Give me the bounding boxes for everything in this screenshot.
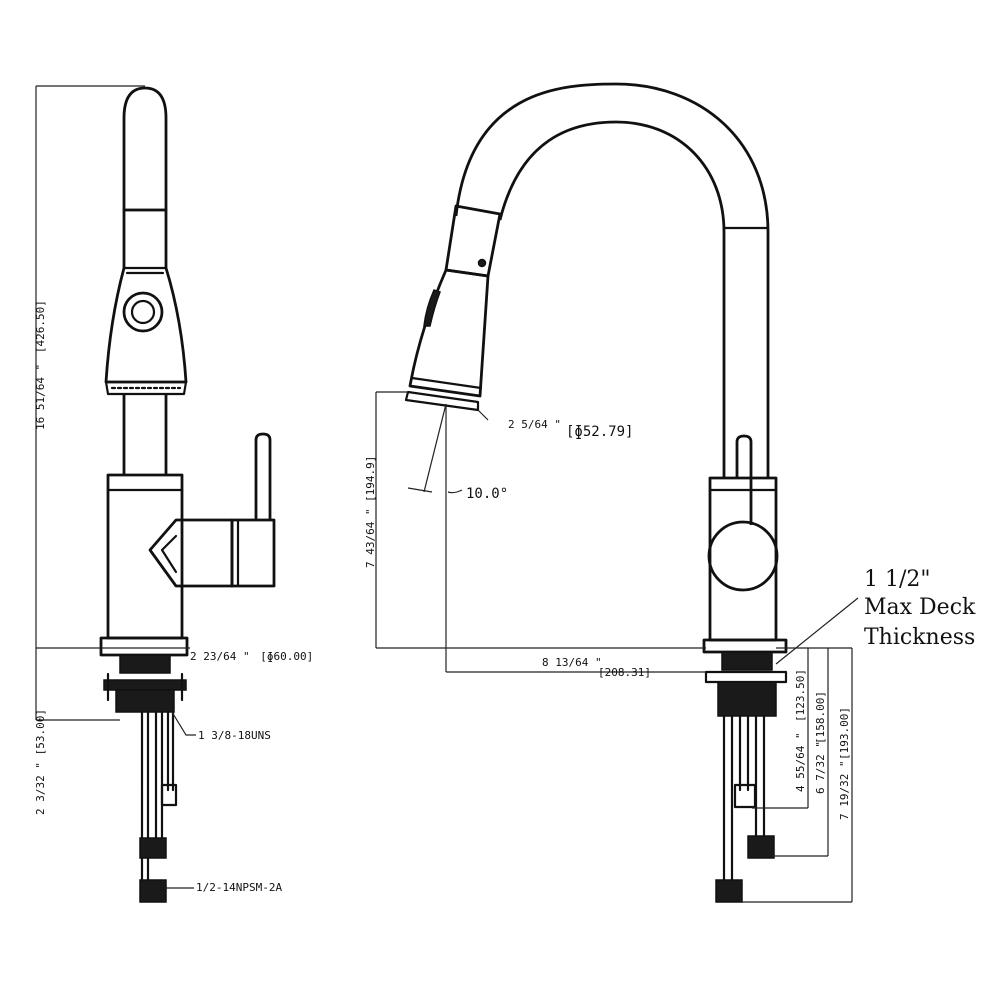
sprayer-head [408, 268, 490, 398]
sprayer-diameter-mm-label: [ɸ52.79] [566, 424, 633, 440]
sprayer-diameter-label: 2 5/64 " [508, 418, 561, 431]
below-deck-3-label: 7 19/32 " [838, 760, 851, 820]
front-handle-hub [707, 520, 779, 592]
sprayer-collar [444, 204, 502, 278]
side-handle-block [230, 518, 276, 588]
side-sprayer-body [104, 208, 188, 384]
front-body [708, 476, 778, 642]
front-supply-lines [722, 714, 766, 882]
front-lever [735, 434, 753, 525]
below-deck-2-mm-label: [158.00] [814, 691, 827, 744]
spout-height-label: 7 43/64 " [364, 508, 377, 568]
spout-height-mm-label: [194.9] [364, 456, 377, 502]
below-deck-1-mm-label: [123.50] [794, 669, 807, 722]
gooseneck-inner [498, 120, 726, 478]
deck-note-line3: Thickness [864, 625, 975, 650]
supply-thread-label: 1/2-14NPSM-2A [196, 881, 282, 894]
side-view [35, 85, 276, 903]
shank-length-label: 2 3/32 " [53.00] [34, 709, 47, 815]
side-handle-hub [148, 518, 234, 588]
side-supply-lines [140, 710, 175, 882]
front-view [375, 82, 859, 903]
side-body [106, 473, 184, 640]
side-spout-pipe [122, 394, 168, 475]
below-deck-3-mm-label: [193.00] [838, 707, 851, 760]
base-diameter-label: 2 23/64 " [ɸ60.00] [190, 650, 313, 663]
below-deck-1-label: 4 55/64 " [794, 732, 807, 792]
deck-note-line2: Max Deck [864, 595, 976, 620]
tilt-angle-label: 10.0° [466, 486, 508, 502]
sprayer-button-icon [122, 291, 164, 333]
front-view-labels: 2 5/64 " [ɸ52.79] 10.0° 7 43/64 " [194.9… [364, 418, 976, 820]
gooseneck-outer [454, 82, 770, 478]
side-base-plate [99, 636, 189, 657]
side-view-labels: 16 51/64 " [426.50] 2 23/64 " [ɸ60.00] 1… [34, 300, 313, 894]
spout-reach-label: 8 13/64 " [542, 656, 602, 669]
overall-height-label: 16 51/64 " [426.50] [34, 300, 47, 430]
front-base-plate [702, 638, 788, 654]
thread-shank-label: 1 3/8-18UNS [198, 729, 271, 742]
side-spout-top [122, 86, 168, 210]
spout-reach-mm-label: [208.31] [598, 666, 651, 679]
side-lever-handle [254, 432, 272, 520]
below-deck-2-label: 6 7/32 " [814, 741, 827, 794]
deck-note-line1: 1 1/2" [864, 567, 931, 592]
